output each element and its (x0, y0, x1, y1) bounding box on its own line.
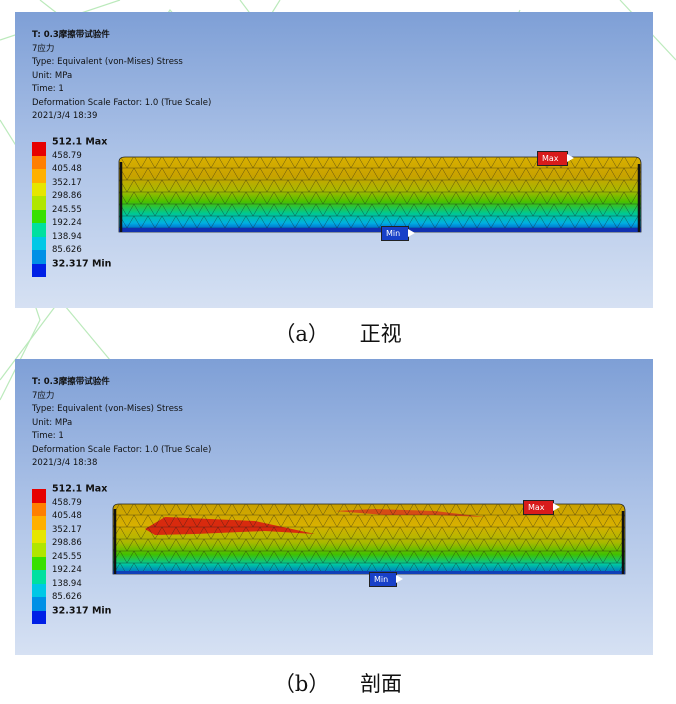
max-marker: Max (537, 151, 574, 166)
result-date: 2021/3/4 18:39 (32, 111, 98, 121)
legend-swatch (32, 529, 46, 543)
legend-label: 245.55 (52, 204, 82, 215)
min-marker: Min (381, 226, 416, 241)
legend-swatch (32, 182, 46, 196)
legend-label: 298.86 (52, 191, 82, 201)
legend-swatch (32, 142, 46, 156)
legend-label: 245.55 (52, 551, 82, 562)
legend-swatch (32, 570, 46, 584)
legend-swatch (32, 209, 46, 223)
legend-label: 138.94 (52, 231, 82, 242)
legend-swatch (32, 155, 46, 169)
result-view-section: T: 0.3摩擦带试验件 7应力 Type: Equivalent (von-M… (15, 359, 653, 655)
result-subtitle: 7应力 (32, 390, 55, 401)
caption-section: （b） 剖面 (0, 668, 676, 698)
min-marker-label: Min (374, 575, 389, 584)
legend-swatch (32, 556, 46, 570)
result-info: T: 0.3摩擦带试验件 7应力 Type: Equivalent (von-M… (32, 29, 211, 124)
legend-label: 512.1 Max (52, 483, 108, 495)
max-marker-label: Max (542, 154, 559, 163)
min-marker-label: Min (386, 229, 401, 238)
legend-label: 512.1 Max (52, 136, 108, 148)
legend-swatch (32, 196, 46, 210)
legend-label: 32.317 Min (52, 605, 112, 616)
legend-label: 405.48 (52, 164, 82, 174)
stress-legend: 512.1 Max 458.79 405.48 352.17 298.86 245.55 1… (32, 484, 132, 639)
legend-swatch (32, 502, 46, 516)
legend-swatch (32, 583, 46, 597)
legend-label: 192.24 (52, 565, 82, 575)
result-title: T: 0.3摩擦带试验件 (32, 30, 110, 40)
caption-label: （b） (273, 672, 330, 696)
legend-label: 458.79 (52, 150, 82, 161)
caption-label: （a） (274, 322, 329, 346)
legend-label: 458.79 (52, 497, 82, 508)
max-marker-label: Max (528, 503, 545, 512)
legend-swatch (32, 543, 46, 557)
result-date: 2021/3/4 18:38 (32, 458, 98, 468)
legend-label: 352.17 (52, 177, 82, 188)
caption-text: 剖面 (360, 672, 403, 696)
legend-swatch (32, 250, 46, 264)
legend-swatch (32, 489, 46, 503)
result-view-front: T: 0.3摩擦带试验件 7应力 Type: Equivalent (von-M… (15, 12, 653, 308)
caption-text: 正视 (359, 322, 402, 346)
result-info: T: 0.3摩擦带试验件 7应力 Type: Equivalent (von-M… (32, 376, 211, 471)
max-marker: Max (523, 500, 560, 515)
caption-front: （a） 正视 (0, 318, 676, 348)
legend-swatch (32, 169, 46, 183)
legend-swatch (32, 516, 46, 530)
legend-label: 352.17 (52, 524, 82, 535)
result-scale: Deformation Scale Factor: 1.0 (True Scal… (32, 97, 212, 108)
mesh-model (118, 156, 642, 233)
stress-legend: 512.1 Max 458.79 405.48 352.17 298.86 245.55 1… (32, 137, 132, 292)
legend-label: 405.48 (52, 511, 82, 521)
legend-swatch (32, 597, 46, 611)
legend-label: 32.317 Min (52, 258, 112, 269)
result-unit: Unit: MPa (32, 417, 73, 428)
result-title: T: 0.3摩擦带试验件 (32, 377, 110, 387)
legend-label: 138.94 (52, 578, 82, 589)
legend-label: 192.24 (52, 218, 82, 228)
legend-swatch (32, 236, 46, 250)
result-type: Type: Equivalent (von-Mises) Stress (32, 57, 183, 67)
result-subtitle: 7应力 (32, 43, 55, 54)
legend-label: 298.86 (52, 538, 82, 548)
legend-swatch (32, 263, 46, 277)
result-time: Time: 1 (32, 84, 64, 94)
result-time: Time: 1 (32, 431, 64, 441)
legend-swatch (32, 610, 46, 624)
legend-label: 85.626 (52, 245, 82, 255)
legend-swatch (32, 223, 46, 237)
legend-label: 85.626 (52, 592, 82, 602)
result-type: Type: Equivalent (von-Mises) Stress (32, 404, 183, 414)
result-unit: Unit: MPa (32, 70, 73, 81)
result-scale: Deformation Scale Factor: 1.0 (True Scal… (32, 444, 212, 455)
min-marker: Min (369, 572, 404, 587)
